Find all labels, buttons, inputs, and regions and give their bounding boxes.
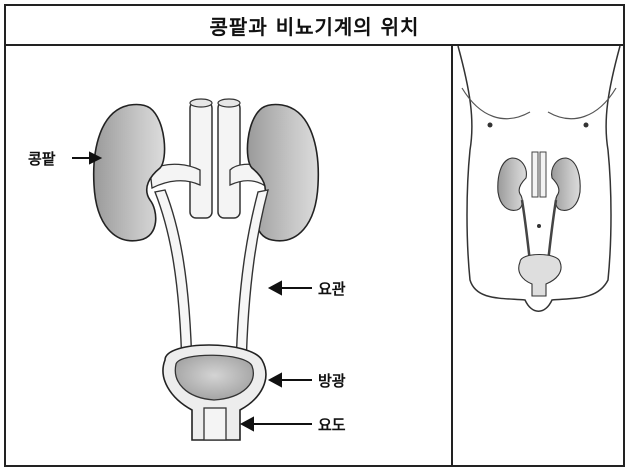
navel xyxy=(537,224,541,228)
label-ureter: 요관 xyxy=(318,280,346,298)
inset-bladder xyxy=(518,253,562,297)
torso-inset xyxy=(457,45,621,312)
title-bar: 콩팥과 비뇨기계의 위치 xyxy=(6,6,623,46)
left-kidney xyxy=(92,103,166,242)
bladder xyxy=(162,344,267,441)
label-arrows xyxy=(72,151,312,432)
label-urethra: 요도 xyxy=(318,416,346,434)
left-ureter xyxy=(154,189,193,371)
great-vessels xyxy=(149,98,271,219)
right-nipple xyxy=(583,122,589,128)
diagram-frame: 콩팥과 비뇨기계의 위치 xyxy=(4,4,625,467)
diagram-title: 콩팥과 비뇨기계의 위치 xyxy=(209,14,420,39)
label-kidney: 콩팥 xyxy=(28,150,56,168)
left-nipple xyxy=(487,122,493,128)
label-bladder: 방광 xyxy=(318,372,346,390)
torso-outline xyxy=(457,45,621,312)
